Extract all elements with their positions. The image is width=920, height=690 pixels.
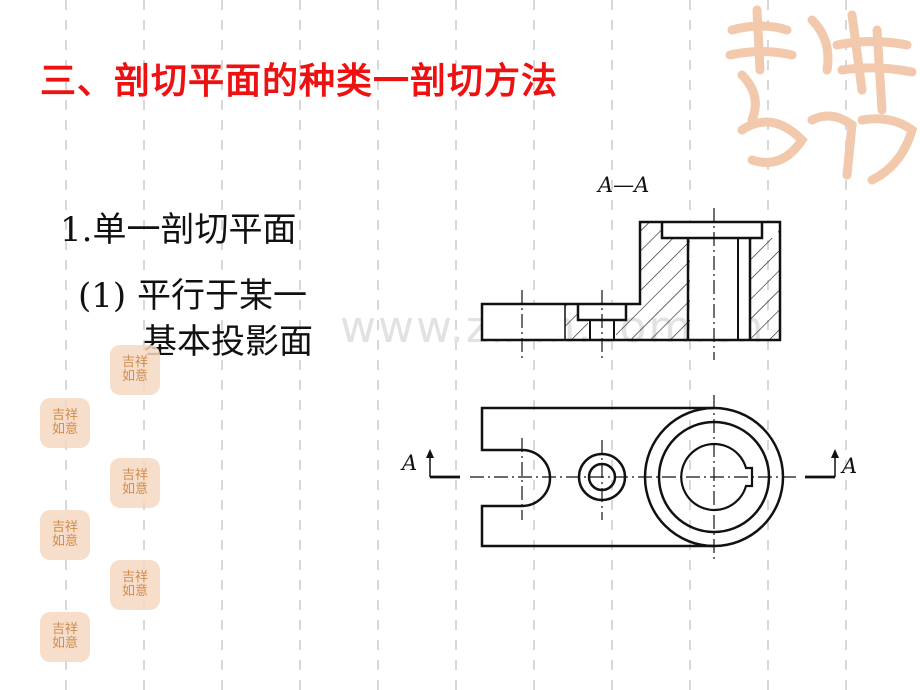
seal-stamp-icon: 吉祥如意 [40, 510, 90, 560]
cutting-plane-label-right: A [840, 454, 857, 478]
seal-stamp-icon: 吉祥如意 [40, 612, 90, 662]
section-view-label: A—A [596, 173, 649, 197]
arrow-right-icon [831, 449, 839, 458]
logo-calligraphy-icon [725, 5, 918, 185]
seal-stamp-icon: 吉祥如意 [40, 398, 90, 448]
centerlines-top [470, 395, 800, 560]
section-subitem-line-1: (1) 平行于某一 [78, 276, 307, 316]
page-title: 三、剖切平面的种类一剖切方法 [40, 61, 559, 102]
seal-stamp-icon: 吉祥如意 [110, 560, 160, 610]
section-item-1: 1.单一剖切平面 [60, 210, 297, 250]
centerlines-section [521, 208, 715, 360]
cutting-plane-label-left: A [400, 451, 417, 475]
section-view [480, 220, 782, 342]
seal-stamp-icon: 吉祥如意 [110, 345, 160, 395]
seal-stamp-icon: 吉祥如意 [110, 458, 160, 508]
cutting-plane-marks [429, 455, 836, 479]
arrow-left-icon [426, 449, 434, 458]
section-subitem-line-2: 基本投影面 [143, 322, 313, 362]
